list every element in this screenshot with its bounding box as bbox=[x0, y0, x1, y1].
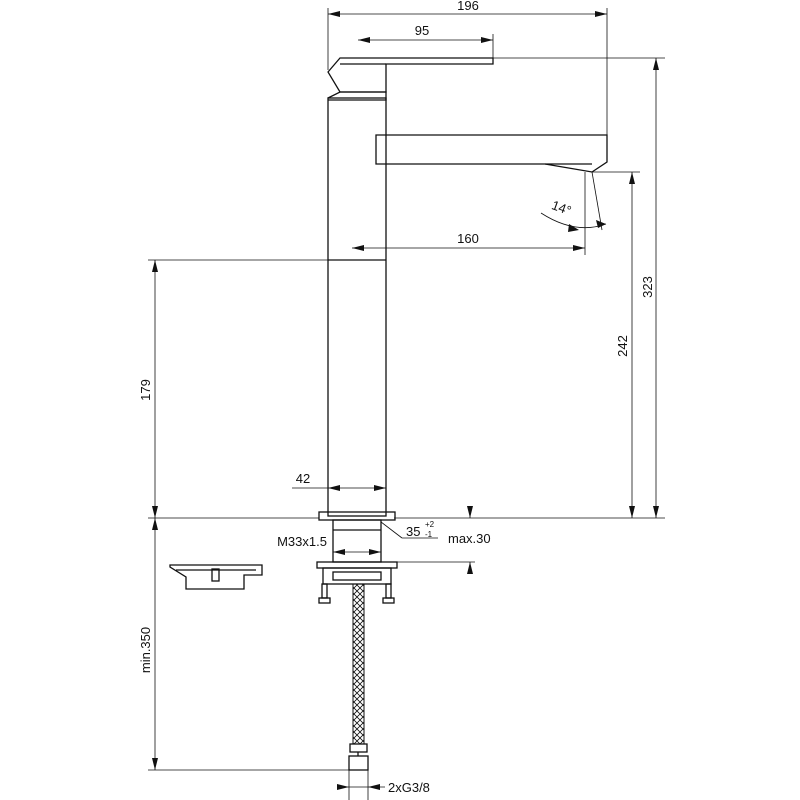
dim-hole-tolerance-upper: +2 bbox=[425, 520, 435, 529]
dim-lever-length: 95 bbox=[415, 23, 429, 38]
mounting-plate bbox=[316, 561, 398, 569]
dim-hose-connection: 2xG3/8 bbox=[388, 780, 430, 795]
dim-hole-tolerance-lower: -1 bbox=[425, 530, 433, 539]
cartridge-top bbox=[327, 91, 387, 101]
cover-part bbox=[169, 564, 263, 590]
hose-nut bbox=[349, 743, 368, 753]
dim-spout-projection: 160 bbox=[457, 231, 479, 246]
dim-body-height: 179 bbox=[138, 379, 153, 401]
mounting-bolt-left bbox=[321, 583, 328, 599]
dim-total-height: 323 bbox=[640, 276, 655, 298]
dimension-lines bbox=[148, 8, 665, 800]
dim-body-diameter: 42 bbox=[296, 471, 310, 486]
faucet-outline bbox=[316, 57, 608, 771]
lever-handle bbox=[327, 57, 494, 93]
dim-spout-angle: 14° bbox=[550, 197, 574, 218]
dim-hole-diameter: 35 bbox=[406, 524, 420, 539]
dim-total-reach: 196 bbox=[457, 0, 479, 13]
dim-thread: M33x1.5 bbox=[277, 534, 327, 549]
dim-spout-height: 242 bbox=[615, 335, 630, 357]
shank bbox=[332, 519, 382, 563]
dimension-labels: 196 95 160 14° 323 242 179 42 35 +2 -1 M… bbox=[138, 0, 655, 795]
flexible-hose bbox=[352, 583, 365, 745]
spout bbox=[375, 134, 608, 173]
dim-min-hose-length: min.350 bbox=[138, 627, 153, 673]
dim-max-deck-thickness: max.30 bbox=[448, 531, 491, 546]
mounting-bolt-right bbox=[385, 583, 392, 599]
main-column bbox=[327, 97, 387, 517]
